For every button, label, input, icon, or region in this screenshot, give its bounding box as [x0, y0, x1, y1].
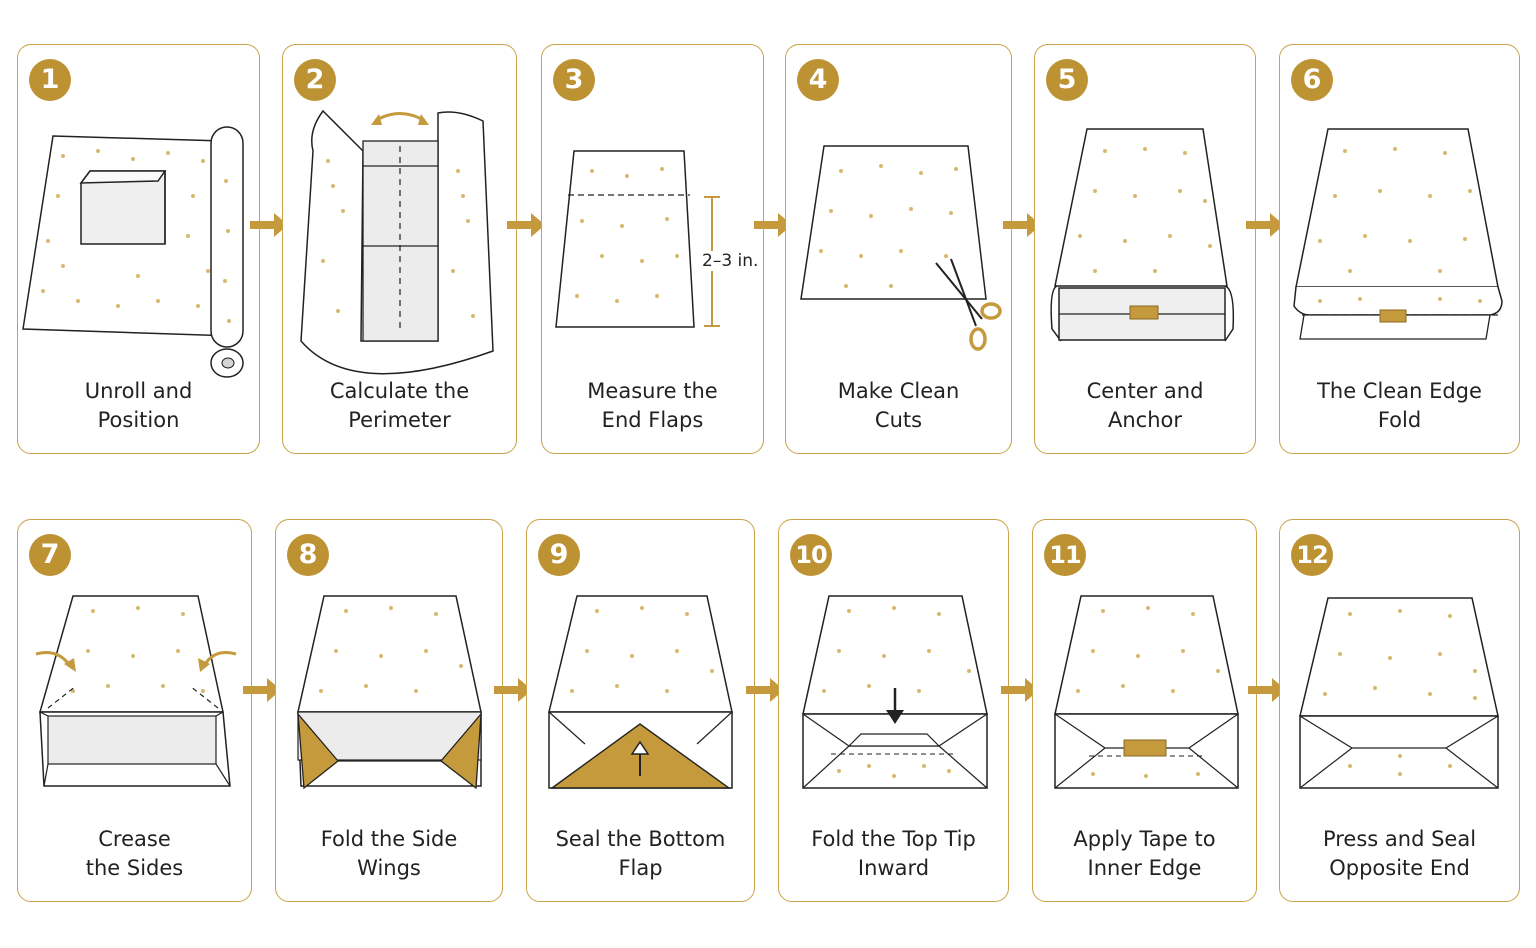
step-card-1: 1 Unroll and Position: [17, 44, 260, 454]
step-label: Press and Seal Opposite End: [1322, 827, 1477, 880]
measure-arc-icon: [374, 112, 426, 123]
step-4-illustration: [800, 145, 1002, 351]
step-card-10: 10 Fold the Top Tip Inward: [778, 519, 1009, 902]
step-number-badge: 6: [1291, 59, 1333, 101]
paper-flap: [555, 150, 695, 328]
step-label: Unroll and Position: [84, 379, 193, 432]
step-card-6: 6 The Clean Edge Fold: [1279, 44, 1520, 454]
step-number-badge: 1: [29, 59, 71, 101]
step-card-2: 2 Calculate the Perimeter: [282, 44, 517, 454]
step-label: Fold the Top Tip Inward: [811, 827, 976, 880]
tape-icon: [1129, 305, 1159, 320]
step-card-11: 11 Apply Tape to Inner Edge: [1032, 519, 1257, 902]
step-card-12: 12 Press and Seal Opposite End: [1279, 519, 1520, 902]
wrapped-box-top: [1054, 595, 1239, 715]
arrow-right-icon: [754, 213, 792, 237]
step-5-illustration: [1050, 128, 1235, 342]
arrow-down-icon: [886, 688, 904, 724]
step-card-9: 9 Seal the Bottom Flap: [526, 519, 755, 902]
step-1-illustration: [22, 126, 244, 378]
step-label: Make Clean Cuts: [837, 379, 960, 432]
step-card-4: 4 Make Clean Cuts: [785, 44, 1012, 454]
side-wing-left: [297, 712, 339, 790]
wrapped-box-top: [1054, 128, 1228, 287]
step-card-7: 7 Crease the Sides: [17, 519, 252, 902]
wrapped-box-top: [548, 595, 733, 713]
arrow-right-icon: [1246, 213, 1284, 237]
step-label: Measure the End Flaps: [587, 379, 718, 432]
step-label: Crease the Sides: [85, 827, 184, 880]
step-number-badge: 8: [287, 534, 329, 576]
arrow-right-icon: [243, 678, 281, 702]
step-number-badge: 2: [294, 59, 336, 101]
wrapped-box-top: [1295, 128, 1499, 288]
tape-icon: [1379, 309, 1407, 323]
step-label: Center and Anchor: [1086, 379, 1204, 432]
scissors-icon: [935, 258, 1002, 351]
step-number-badge: 3: [553, 59, 595, 101]
step-11-illustration: [1054, 595, 1239, 789]
step-9-illustration: [548, 595, 733, 789]
step-label: Seal the Bottom Flap: [555, 827, 726, 880]
wrapped-box-top: [1299, 597, 1499, 717]
step-label: The Clean Edge Fold: [1317, 379, 1482, 432]
step-number-badge: 12: [1291, 534, 1333, 576]
arrow-right-icon: [746, 678, 784, 702]
step-label: Fold the Side Wings: [320, 827, 458, 880]
paper-dots: [41, 149, 210, 308]
step-number-badge: 11: [1044, 534, 1086, 576]
wrapped-paper-tube: [300, 109, 494, 375]
paper-sheet: [800, 145, 987, 300]
arrow-right-icon: [507, 213, 545, 237]
arrow-right-icon: [1003, 213, 1041, 237]
box-side: [1299, 715, 1499, 789]
wrapped-box-top: [297, 595, 482, 713]
arrow-right-icon: [494, 678, 532, 702]
side-wing-right: [440, 712, 482, 790]
step-10-illustration: [802, 595, 988, 789]
arrow-up-icon: [630, 740, 650, 776]
step-7-illustration: [35, 595, 237, 787]
arrow-right-icon: [1001, 678, 1039, 702]
step-number-badge: 5: [1046, 59, 1088, 101]
step-number-badge: 9: [538, 534, 580, 576]
step-label: Calculate the Perimeter: [329, 379, 470, 432]
step-number-badge: 10: [790, 534, 832, 576]
wrapped-box-top: [39, 595, 224, 713]
step-6-illustration: [1293, 128, 1503, 340]
step-label: Apply Tape to Inner Edge: [1073, 827, 1216, 880]
arrow-right-icon: [1248, 678, 1286, 702]
step-12-illustration: [1299, 597, 1499, 789]
step-2-illustration: [300, 109, 494, 375]
step-number-badge: 4: [797, 59, 839, 101]
paper-roll-icon: [210, 126, 244, 378]
step-3-illustration: [555, 150, 720, 328]
step-card-8: 8 Fold the Side Wings: [275, 519, 503, 902]
arrow-right-icon: [250, 213, 288, 237]
step-card-5: 5 Center and Anchor: [1034, 44, 1256, 454]
step-number-badge: 7: [29, 534, 71, 576]
measure-label: 2–3 in.: [700, 251, 761, 271]
tape-icon: [1123, 739, 1167, 757]
step-card-3: 3 2–3 in. Measure the End Flaps: [541, 44, 764, 454]
gift-box-icon: [79, 170, 167, 245]
step-8-illustration: [297, 595, 482, 790]
